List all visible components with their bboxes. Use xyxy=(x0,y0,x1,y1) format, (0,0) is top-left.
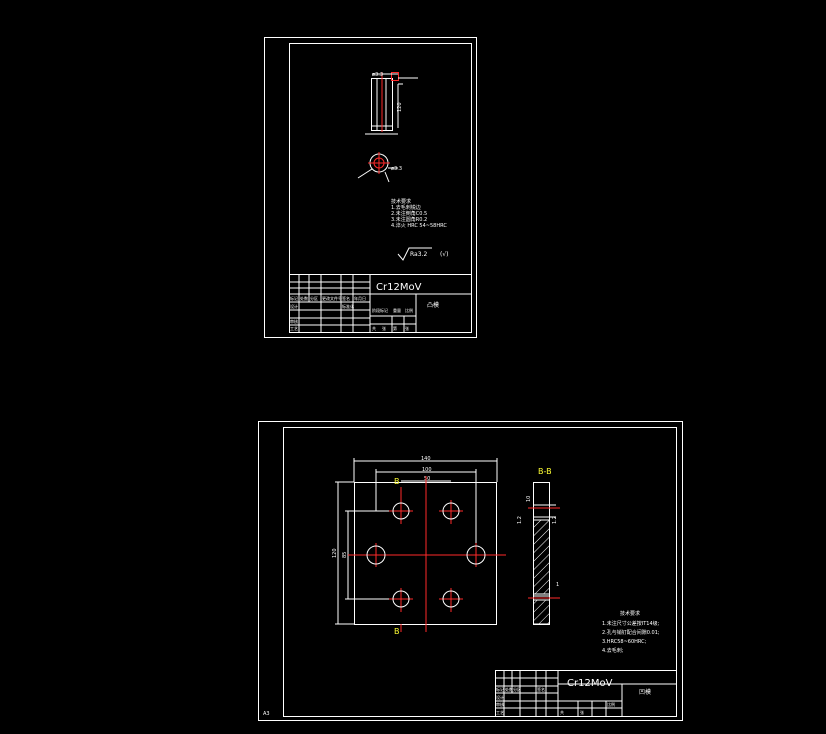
notes-heading: 技术要求 xyxy=(620,610,640,617)
tb1-cell-standard: 标准化 xyxy=(342,303,354,309)
sheet-1-outer-border xyxy=(264,37,477,338)
die-plate-dimensions xyxy=(335,458,498,625)
hole-top-right xyxy=(442,502,460,520)
section-mark-top: B xyxy=(394,477,400,486)
tb1-cell-scale: 比例 xyxy=(405,307,413,313)
tb1-label-review: 审核 xyxy=(290,318,298,324)
sheet-2-part-name: 凹模 xyxy=(639,688,651,696)
roughness-note: (√) xyxy=(440,251,449,258)
tb2-cell-process: 工艺 xyxy=(496,710,504,715)
sheet-1-material: Cr12MoV xyxy=(376,282,422,293)
punch-end-dim: ø3.3 xyxy=(391,166,402,172)
tb1-cell-sheet: 张 xyxy=(405,325,409,331)
dim-width-outer: 140 xyxy=(421,456,431,462)
notes-line-4: 4.去毛刺; xyxy=(602,647,624,654)
tech-line-2: 2.未注倒角C0.5 xyxy=(391,210,427,217)
sheet-2-title-block xyxy=(495,670,677,717)
tb1-cell-sheets: 张 xyxy=(382,325,386,331)
dim-width-inner: 50 xyxy=(424,476,430,482)
sheet-1-part-name: 凸模 xyxy=(427,301,439,309)
tech-heading: 技术要求 xyxy=(391,198,411,205)
notes-line-3: 3.HRC58~60HRC; xyxy=(602,639,647,645)
tb1-label-design: 设计 xyxy=(290,303,298,309)
section-mark-bottom: B xyxy=(394,627,400,636)
tb1-cell-stage: 阶段标记 xyxy=(372,307,388,313)
tb2-cell-marking: 标记 xyxy=(496,686,504,692)
hole-left xyxy=(366,545,386,565)
sheet-1: ø3.3 120 ø3.3 技术要求 1.去毛刺锐边 2.未注倒角C0.5 3.… xyxy=(264,37,477,338)
tb2-cell-sheets: 张 xyxy=(580,709,584,715)
tb1-cell-sign: 签名 xyxy=(342,295,350,301)
punch-side-view xyxy=(365,72,418,135)
tb2-cell-scale: 比例 xyxy=(607,701,615,707)
punch-end-view xyxy=(357,152,398,183)
sheet-2-size-label: A3 xyxy=(263,711,270,717)
tb1-label-marking: 标记 xyxy=(290,295,298,301)
tb2-cell-count: 处数 xyxy=(505,686,513,692)
tech-line-1: 1.去毛刺锐边 xyxy=(391,204,421,211)
dim-t2: 1.2 xyxy=(552,516,558,524)
dim-thickness: 10 xyxy=(526,496,532,502)
tb1-cell-no: 第 xyxy=(393,325,397,331)
tech-line-3: 3.未注圆角R0.2 xyxy=(391,216,427,223)
tb2-cell-design: 设计 xyxy=(496,694,504,700)
tb2-cell-total: 共 xyxy=(560,709,564,715)
tb1-cell-change: 更改文件号 xyxy=(322,295,342,301)
dim-t3: 1 xyxy=(556,582,559,588)
dim-height-outer: 120 xyxy=(332,548,338,558)
section-view xyxy=(528,482,560,625)
dim-height-inner: 85 xyxy=(342,552,348,558)
dim-t1: 1.2 xyxy=(517,516,523,524)
sheet-1-tech-requirements: 技术要求 1.去毛刺锐边 2.未注倒角C0.5 3.未注圆角R0.2 4.淬火 … xyxy=(391,198,447,229)
die-plate-centerlines xyxy=(348,476,506,632)
tb1-cell-zone: 分区 xyxy=(310,295,318,301)
notes-line-2: 2.孔与销钉配合间隙0.01; xyxy=(602,629,660,636)
tb2-cell-review: 审核 xyxy=(496,701,504,707)
hole-right xyxy=(466,545,486,565)
sheet-2-inner-frame xyxy=(283,427,677,717)
hole-bottom-right xyxy=(442,590,460,608)
punch-dim-length: 120 xyxy=(397,102,403,112)
tb2-cell-sign: 签名 xyxy=(537,686,545,692)
tb1-cell-date: 年月日 xyxy=(354,295,366,301)
sheet-1-title-block xyxy=(289,274,472,333)
roughness-symbol xyxy=(397,247,432,261)
notes-line-1: 1.未注尺寸公差按IT14级; xyxy=(602,620,660,627)
hole-bottom-left xyxy=(392,590,410,608)
tb2-cell-zone: 分区 xyxy=(513,686,521,692)
tb1-cell-count: 处数 xyxy=(300,295,308,301)
tb1-cell-total: 共 xyxy=(372,325,376,331)
sheet-2-outer-border xyxy=(258,421,683,721)
punch-dim-diameter: ø3.3 xyxy=(372,72,383,78)
section-view-label: B-B xyxy=(538,467,552,476)
sheet-2: A3 140 100 50 120 85 xyxy=(258,421,683,721)
sheet-2-material: Cr12MoV xyxy=(567,678,613,689)
hole-top-left xyxy=(392,502,410,520)
tb1-label-process: 工艺 xyxy=(290,326,298,331)
sheet-2-notes: 技术要求 1.未注尺寸公差按IT14级; 2.孔与销钉配合间隙0.01; 3.H… xyxy=(602,610,660,654)
tech-line-4: 4.淬火 HRC 54~58HRC xyxy=(391,222,447,229)
dim-width-mid: 100 xyxy=(422,467,432,473)
tb1-cell-weight: 重量 xyxy=(393,307,401,313)
roughness-value: Ra3.2 xyxy=(410,251,427,258)
